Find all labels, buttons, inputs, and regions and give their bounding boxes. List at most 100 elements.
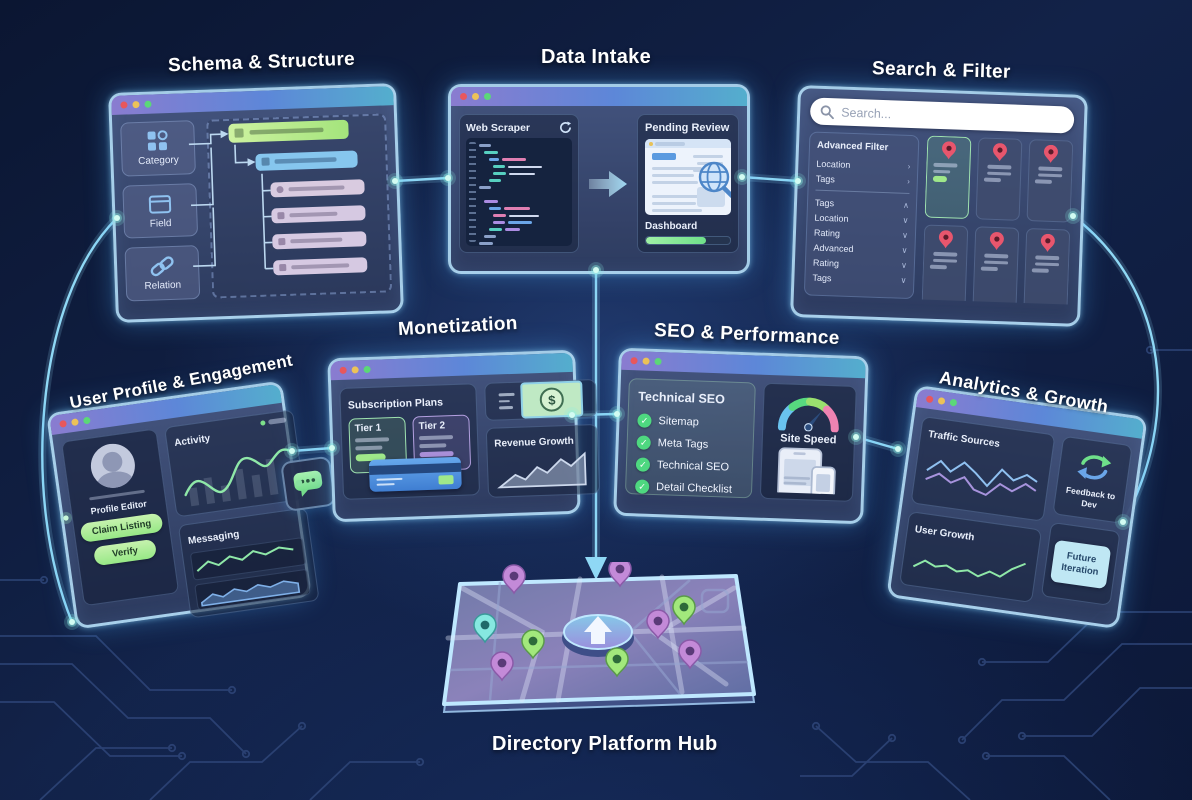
devices-icon [777,447,837,495]
payment-card: $ [484,379,598,421]
up-arrow-icon [584,616,612,644]
map-pin-icon [1040,233,1055,252]
checklist-item-detail-checklist: ✓ Detail Checklist [634,479,742,497]
analytics-growth-window: Traffic Sources User Growth [886,384,1148,630]
pending-review-card: Pending Review [637,114,739,253]
filter-header: Advanced Filter [816,139,889,154]
traffic-sources-chart [925,459,1038,497]
chat-bubble-sticker[interactable] [280,455,337,513]
close-button[interactable] [460,93,467,100]
webpage-preview [645,139,731,215]
chevron-down-icon: ∨ [901,230,909,240]
future-iteration-button[interactable]: Future Iteration [1050,539,1112,589]
feedback-loop-card: Feedback to Dev [1052,435,1133,524]
subscription-plans-card: Subscription Plans Tier 1 Tier 2 [339,383,481,500]
speed-gauge-icon [778,397,840,434]
verify-button[interactable]: Verify [93,538,158,567]
map-pin-icon [989,232,1004,251]
seo-panel-title: SEO & Performance [653,319,841,350]
messaging-card: Messaging [177,507,320,619]
feedback-loop-icon [1077,455,1112,480]
maximize-button[interactable] [949,398,958,407]
filter-link-tags[interactable]: Tags › [815,173,910,186]
profile-editor-card: Profile Editor Claim Listing Verify [61,428,180,607]
chevron-down-icon: ∨ [900,260,908,270]
code-editor[interactable] [466,138,572,246]
check-icon: ✓ [637,413,652,428]
divider [815,189,910,194]
minimize-button[interactable] [71,418,79,427]
globe-search-icon [698,161,731,199]
maximize-button[interactable] [144,100,152,108]
activity-toggle[interactable] [260,417,287,426]
messaging-chart-2 [194,568,311,611]
pending-review-title: Pending Review [645,122,730,134]
listing-card[interactable] [975,137,1023,221]
map-pin-icon [938,230,953,249]
monetization-window: Subscription Plans Tier 1 Tier 2 [327,349,601,523]
category-label: Category [137,154,179,167]
flow-arrow-icon [589,170,627,197]
listing-card[interactable] [1026,139,1074,223]
check-icon: ✓ [634,479,650,494]
advanced-filter-panel: Advanced Filter Location › Tags › Tags ∧… [803,131,920,300]
chevron-down-icon: ∨ [901,245,908,255]
chevron-right-icon: › [907,176,910,186]
minimize-button[interactable] [351,366,359,374]
close-button[interactable] [339,366,347,374]
listing-card[interactable] [972,226,1020,305]
chevron-down-icon: ∨ [902,215,909,225]
map-pin-icon [992,143,1007,162]
check-icon: ✓ [636,435,651,450]
minimize-button[interactable] [642,357,650,365]
minimize-button[interactable] [937,397,946,405]
line-numbers [469,142,476,242]
feedback-label: Feedback to Dev [1065,485,1116,511]
technical-seo-header: Technical SEO [638,389,726,407]
sidebar-item-field[interactable]: Field [122,182,199,239]
activity-label: Activity [173,433,211,449]
revenue-growth-label: Revenue Growth [494,435,574,450]
sidebar-item-relation[interactable]: Relation [124,245,201,302]
maximize-button[interactable] [484,93,491,100]
subscription-plans-label: Subscription Plans [347,396,444,412]
progress-bar [645,235,731,245]
avatar [88,440,138,491]
checklist-item-sitemap: ✓ Sitemap [637,413,744,431]
maximize-button[interactable] [82,416,91,425]
activity-chart [184,448,290,507]
close-button[interactable] [120,101,128,109]
user-profile-window: Profile Editor Claim Listing Verify Acti… [45,380,337,630]
filter-item-tags2[interactable]: Tags ∨ [812,272,907,285]
data-intake-window: Web Scraper [448,84,750,274]
monetization-panel-title: Monetization [397,312,519,341]
search-icon [820,104,834,119]
maximize-button[interactable] [654,357,662,366]
close-button[interactable] [925,395,934,404]
maximize-button[interactable] [363,365,371,374]
field-label: Field [149,217,172,230]
progress-fill [646,236,707,244]
checklist-item-technical-seo: ✓ Technical SEO [635,457,743,475]
future-iteration-card: Future Iteration [1040,521,1121,606]
close-button[interactable] [59,419,68,428]
revenue-growth-card: Revenue Growth [485,423,601,498]
close-button[interactable] [630,357,638,365]
refresh-icon[interactable] [559,121,572,134]
motion-lines-icon [498,393,516,410]
messaging-chart-1 [189,537,307,581]
claim-listing-button[interactable]: Claim Listing [79,512,164,543]
schema-tree-canvas [206,113,393,299]
listing-card[interactable] [921,224,969,305]
relation-link-icon [150,256,174,277]
listing-card-selected[interactable] [924,135,972,220]
minimize-button[interactable] [132,101,140,109]
revenue-chart [497,451,587,489]
search-input[interactable]: Search... [809,97,1075,134]
listing-card[interactable] [1023,228,1071,305]
minimize-button[interactable] [472,93,479,100]
traffic-sources-card: Traffic Sources [910,415,1056,522]
notification-dot [295,479,303,487]
sidebar-item-category[interactable]: Category [120,120,196,177]
checklist-item-meta-tags: ✓ Meta Tags [636,435,743,453]
